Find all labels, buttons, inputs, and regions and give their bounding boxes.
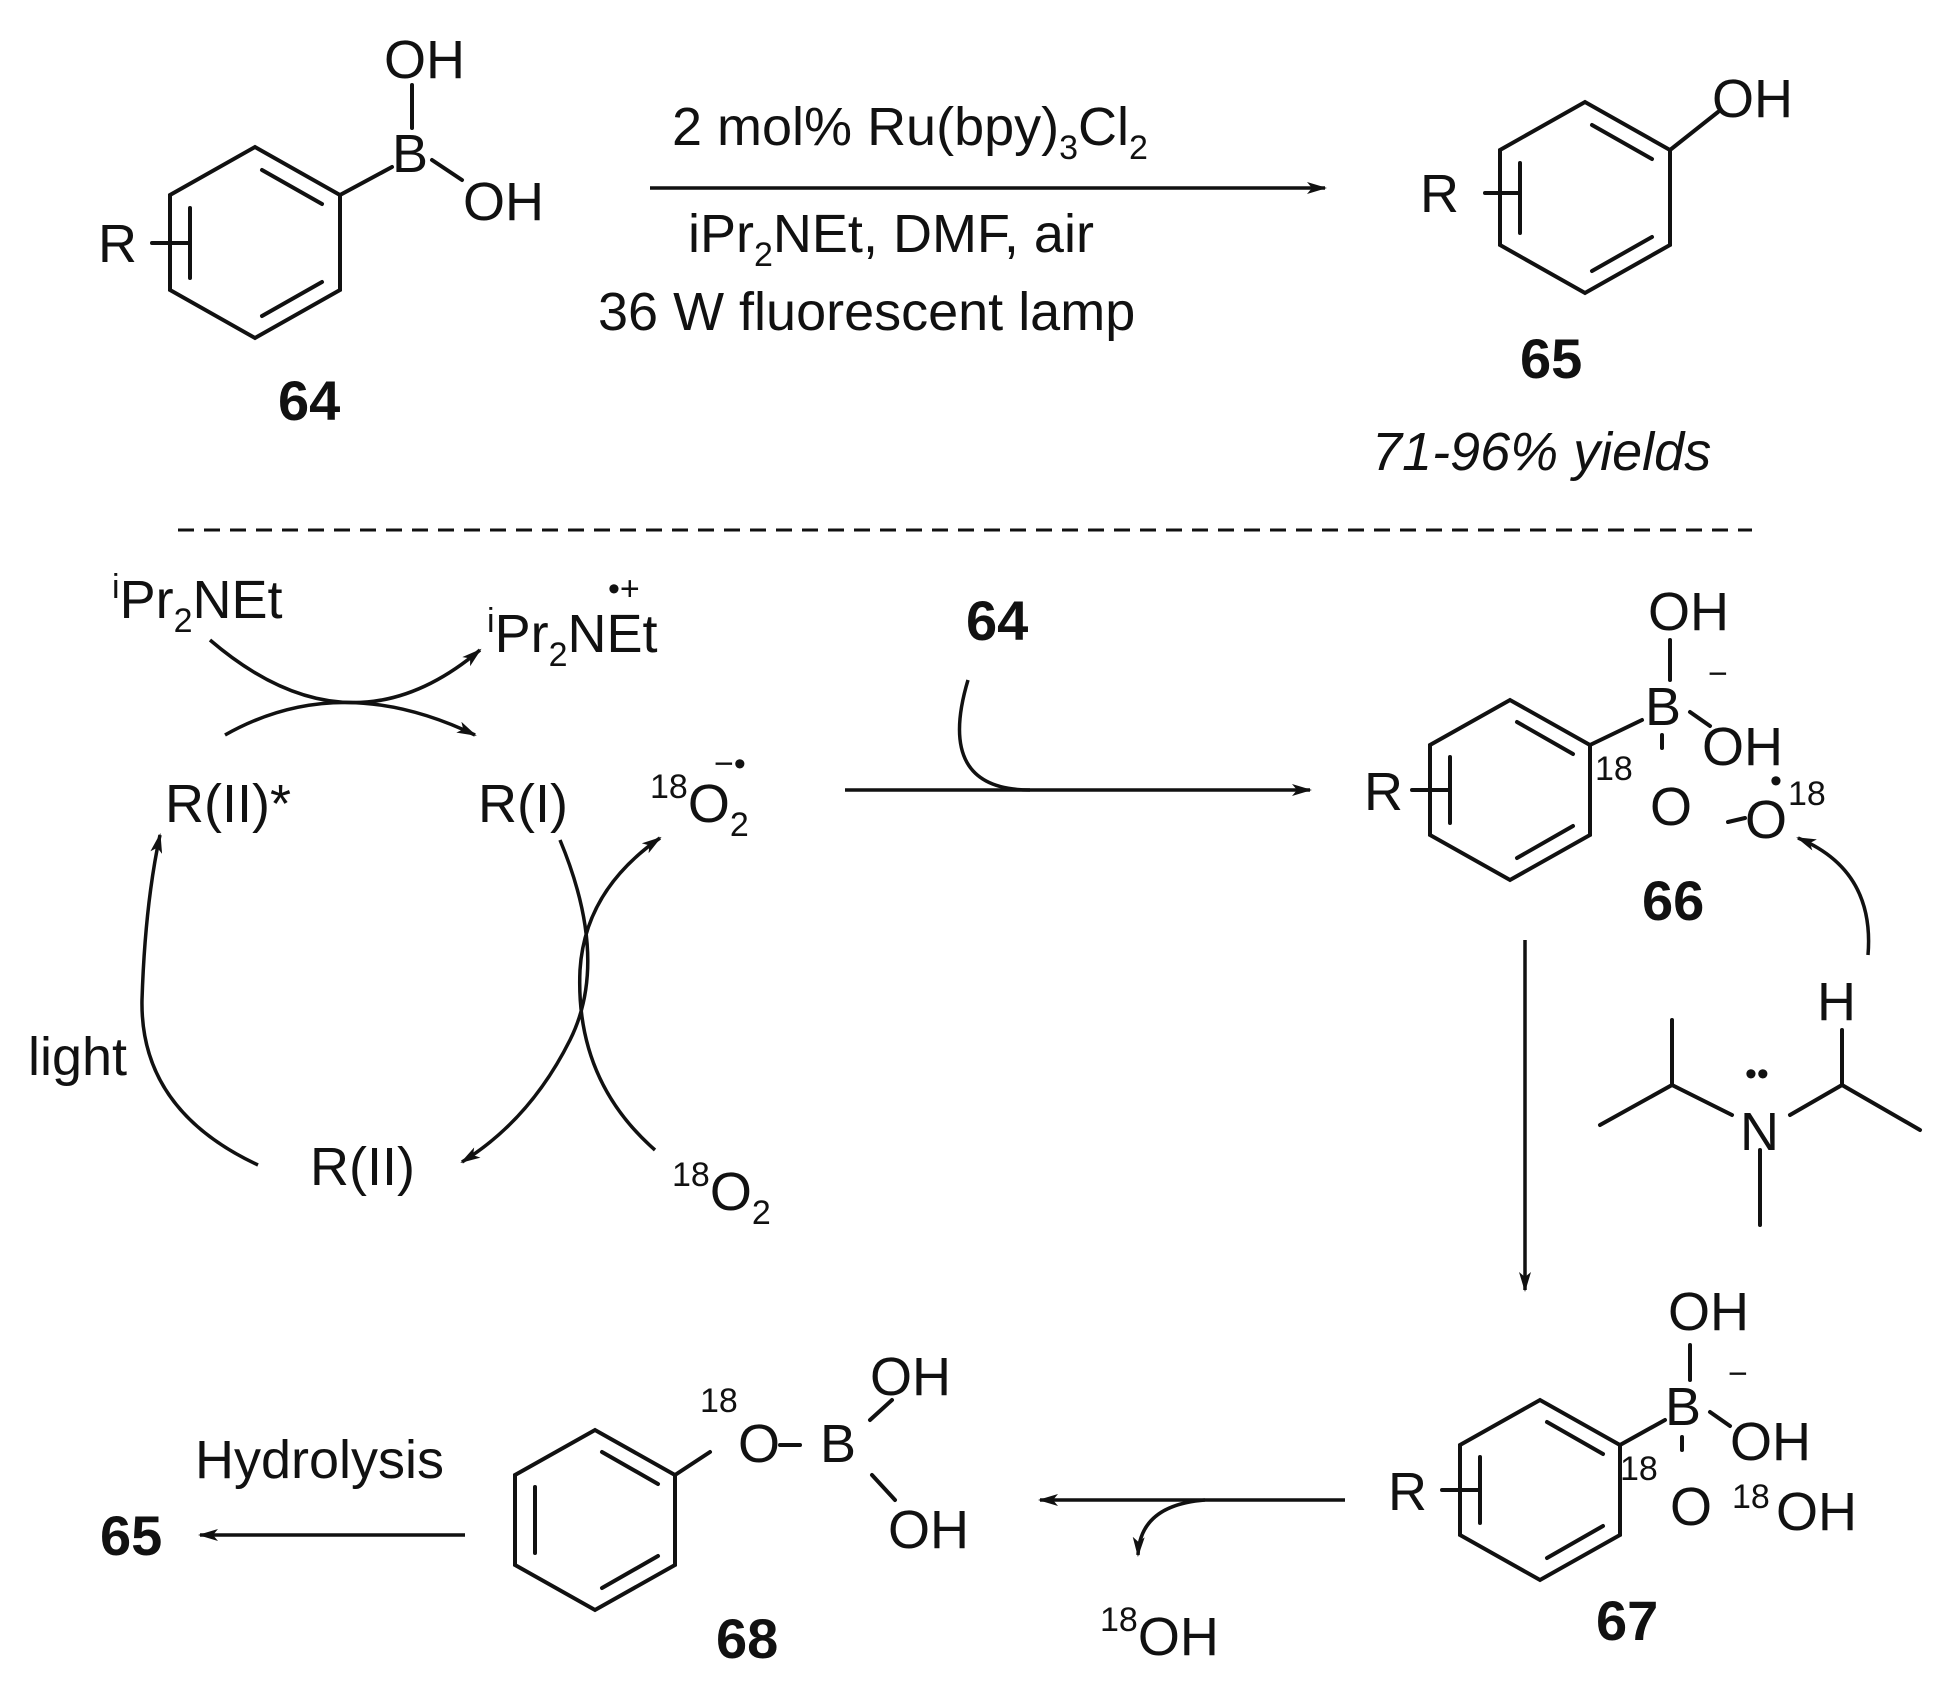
compound-67-oh2: OH bbox=[1776, 1482, 1857, 1542]
oxygen-reduction-arrow bbox=[577, 836, 662, 1152]
compound-67-oh-top: OH bbox=[1668, 1282, 1749, 1342]
hydroxyl-byproduct: 18OH bbox=[1100, 1601, 1219, 1667]
compound-67-structure bbox=[1440, 1343, 1732, 1583]
compound-67-o1: O bbox=[1670, 1477, 1712, 1537]
reagent-64-curve bbox=[957, 679, 1031, 792]
amine-radical-cation: iPr2NEt bbox=[487, 602, 658, 674]
amine-oxidation-arrow bbox=[208, 638, 482, 705]
amine-lone-pair: •• bbox=[1745, 1055, 1769, 1093]
compound-66-iso1: 18 bbox=[1595, 750, 1633, 788]
compound-64-r: R bbox=[98, 214, 137, 274]
compound-68-iso: 18 bbox=[700, 1382, 738, 1420]
compound-66-r: R bbox=[1364, 762, 1403, 822]
compound-64-oh-top: OH bbox=[384, 30, 465, 90]
compound-66-boron: B bbox=[1645, 677, 1681, 737]
amine-h: H bbox=[1817, 972, 1856, 1032]
hydrolysis-label: Hydrolysis bbox=[195, 1430, 444, 1490]
compound-68-boron: B bbox=[820, 1414, 856, 1474]
superoxide: 18O2 bbox=[650, 768, 749, 844]
compound-64-structure bbox=[150, 83, 464, 341]
photoexcitation-arrow bbox=[140, 833, 259, 1167]
compound-67-number: 67 bbox=[1596, 1589, 1658, 1652]
electron-transfer-arrow bbox=[460, 839, 590, 1164]
compound-66-o1: O bbox=[1650, 777, 1692, 837]
compound-64-oh-side: OH bbox=[463, 172, 544, 232]
ru-excited-state: R(II)* bbox=[165, 774, 291, 834]
dioxygen: 18O2 bbox=[672, 1156, 771, 1232]
compound-65-oh: OH bbox=[1712, 69, 1793, 129]
compound-68-structure bbox=[513, 1398, 897, 1613]
compound-65-r: R bbox=[1420, 164, 1459, 224]
compound-65-structure bbox=[1483, 99, 1720, 296]
compound-65-yield: 71-96% yields bbox=[1372, 422, 1711, 482]
byproduct-arrow bbox=[1132, 1498, 1206, 1557]
amine-charge: •+ bbox=[608, 570, 640, 608]
compound-66-oh-side: OH bbox=[1702, 717, 1783, 777]
h-abstraction-arrow bbox=[1796, 836, 1871, 956]
reagent-64-label: 64 bbox=[966, 589, 1028, 652]
conditions-catalyst: 2 mol% Ru(bpy)3Cl2 bbox=[672, 97, 1148, 167]
ru-ground-state: R(II) bbox=[310, 1137, 415, 1197]
amine-start: iPr2NEt bbox=[112, 568, 283, 640]
compound-68-o: O bbox=[738, 1414, 780, 1474]
compound-67-minus: − bbox=[1728, 1355, 1748, 1393]
amine-n: N bbox=[1740, 1102, 1779, 1162]
final-product-65: 65 bbox=[100, 1504, 162, 1567]
compound-67-boron: B bbox=[1665, 1377, 1701, 1437]
compound-66-number: 66 bbox=[1642, 869, 1704, 932]
compound-66-minus: − bbox=[1708, 655, 1728, 693]
superoxide-charge: −• bbox=[714, 745, 746, 783]
ru-reduction-arrow bbox=[224, 700, 477, 737]
compound-68-number: 68 bbox=[716, 1607, 778, 1670]
compound-67-oh-side: OH bbox=[1730, 1412, 1811, 1472]
conditions-reagents: iPr2NEt, DMF, air bbox=[688, 204, 1094, 274]
compound-67-iso1: 18 bbox=[1620, 1450, 1658, 1488]
compound-66-iso2: 18 bbox=[1788, 775, 1826, 813]
light-label: light bbox=[28, 1027, 127, 1087]
compound-68-oh-bottom: OH bbox=[888, 1500, 969, 1560]
compound-68-oh-top: OH bbox=[870, 1347, 951, 1407]
compound-66-oh-top: OH bbox=[1648, 582, 1729, 642]
conditions-light-source: 36 W fluorescent lamp bbox=[598, 282, 1135, 342]
compound-65-number: 65 bbox=[1520, 327, 1582, 390]
compound-66-structure bbox=[1410, 638, 1747, 883]
compound-64-boron: B bbox=[392, 124, 428, 184]
compound-64-number: 64 bbox=[278, 369, 340, 432]
compound-67-r: R bbox=[1388, 1462, 1427, 1522]
amine-structure bbox=[1598, 1018, 1922, 1227]
compound-66-o2: O bbox=[1745, 790, 1787, 850]
ru-reduced-state: R(I) bbox=[478, 774, 568, 834]
compound-67-iso2: 18 bbox=[1732, 1478, 1770, 1516]
compound-66-radical: • bbox=[1770, 762, 1782, 800]
